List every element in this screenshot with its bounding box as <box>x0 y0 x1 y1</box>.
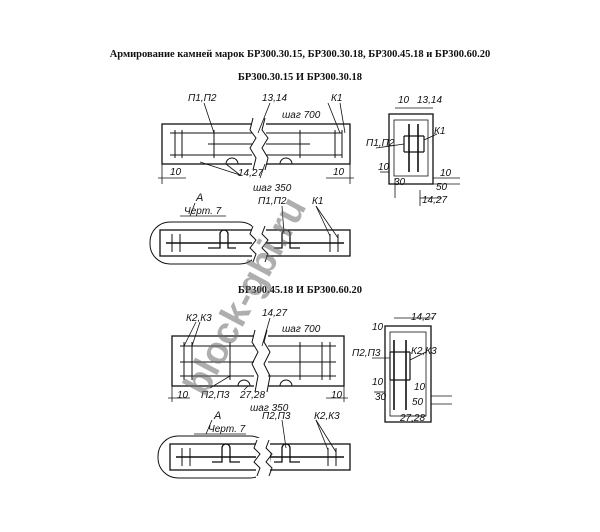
main-title: Армирование камней марок БР300.30.15, БР… <box>110 49 491 60</box>
s2-label-14-27: 14,27 <box>262 308 287 319</box>
s2-sec-label-27-28: 27,28 <box>399 413 425 424</box>
s2-label-step700: шаг 700 <box>282 324 321 335</box>
s2-sec-dim-10-top: 10 <box>372 322 384 333</box>
s1-label-k1: К1 <box>331 93 342 104</box>
s1-sec-dim-10-mid: 10 <box>378 162 390 173</box>
s2-plan-label-k2k3: К2,К3 <box>314 411 340 422</box>
s2-dim-10-left: 10 <box>177 390 189 401</box>
section1-elevation <box>158 102 354 184</box>
section1-plan <box>149 202 351 265</box>
s1-plan-label-k1: К1 <box>312 196 323 207</box>
s1-label-step350: шаг 350 <box>253 183 292 194</box>
s2-sec-dim-30: 30 <box>375 392 387 403</box>
s1-callout-a: А <box>195 192 203 204</box>
section1-heading: БР300.30.15 И БР300.30.18 <box>238 72 362 83</box>
section2-heading: БР300.45.18 И БР300.60.20 <box>238 285 362 296</box>
s1-dim-10-left: 10 <box>170 167 182 178</box>
s2-callout-ref: Черт. 7 <box>208 424 246 435</box>
section2-elevation <box>168 317 348 402</box>
s1-sec-dim-50: 50 <box>436 182 448 193</box>
section2-plan <box>157 419 351 479</box>
s1-label-step700: шаг 700 <box>282 110 321 121</box>
s1-sec-label-13-14: 13,14 <box>417 95 442 106</box>
s1-sec-dim-10-right: 10 <box>440 168 452 179</box>
s1-sec-label-14-27: 14,27 <box>422 195 447 206</box>
s2-label-p2p3: П2,П3 <box>201 390 230 401</box>
s1-label-p1p2: П1,П2 <box>188 93 217 104</box>
s2-sec-label-14-27: 14,27 <box>411 312 436 323</box>
s2-sec-label-k2k3: К2,К3 <box>411 346 437 357</box>
s2-sec-dim-10-right: 10 <box>414 382 426 393</box>
s2-label-27-28: 27,28 <box>239 390 265 401</box>
s2-callout-a: А <box>213 410 221 422</box>
s1-sec-dim-10-top: 10 <box>398 95 410 106</box>
s2-sec-dim-50: 50 <box>412 397 424 408</box>
s2-plan-label-p2p3: П2,П3 <box>262 411 291 422</box>
s2-dim-10-right: 10 <box>331 390 343 401</box>
s1-dim-10-right: 10 <box>333 167 345 178</box>
section1-cross-section <box>375 107 460 206</box>
s1-sec-label-p1p2: П1,П2 <box>366 138 395 149</box>
s2-label-k2k3: К2,К3 <box>186 313 212 324</box>
section2-cross-section <box>372 317 452 423</box>
s1-label-13-14: 13,14 <box>262 93 287 104</box>
s2-sec-label-p2p3: П2,П3 <box>352 348 381 359</box>
s2-label-step350: шаг 350 <box>250 403 289 414</box>
s1-sec-dim-30: 30 <box>394 177 406 188</box>
s1-sec-label-k1: К1 <box>434 126 445 137</box>
s1-plan-label-p1p2: П1,П2 <box>258 196 287 207</box>
s2-sec-dim-10-mid: 10 <box>372 377 384 388</box>
s1-callout-ref: Черт. 7 <box>184 206 222 217</box>
s1-label-14-27: 14,27 <box>238 168 263 179</box>
